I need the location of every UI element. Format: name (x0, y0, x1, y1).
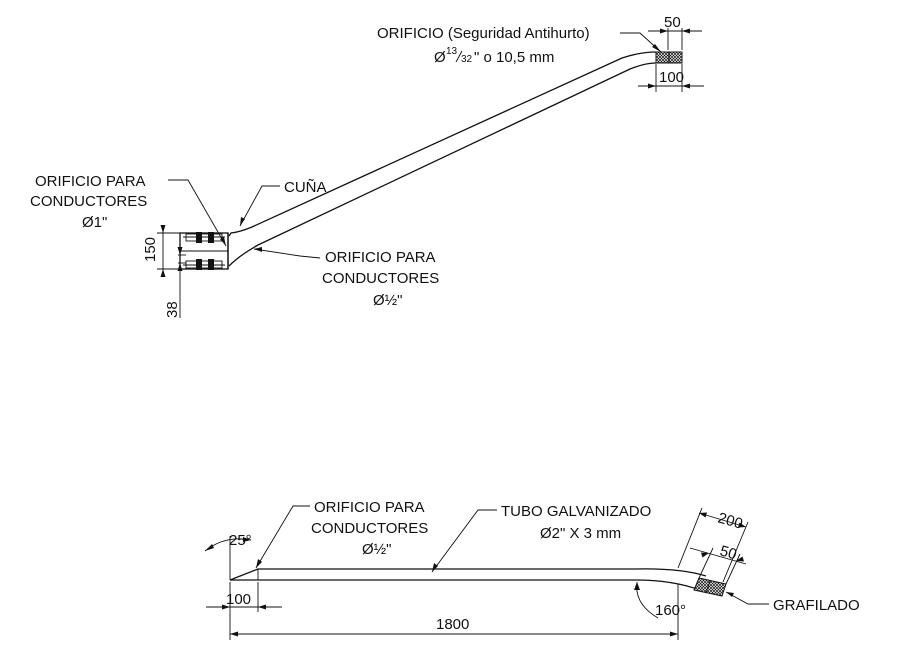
bolt-upper (183, 232, 225, 243)
mounting-bracket (179, 232, 229, 270)
dim-50-side-text: 50 (718, 543, 739, 564)
antihurto-diameter-prefix: Ø (434, 49, 446, 66)
pipe-side-view (229, 568, 727, 597)
angle-25: 25° (204, 532, 252, 580)
angle-25-text: 25° (229, 532, 252, 549)
orificio-half-side-line2: CONDUCTORES (311, 520, 428, 537)
cuna-label: CUÑA (284, 179, 327, 196)
orificio-1in-leader (168, 179, 227, 247)
angle-160-text: 160° (655, 602, 686, 619)
antihurto-frac-den: 32 (461, 54, 473, 65)
orificio-half-side-line3: Ø½" (362, 541, 392, 558)
grafilado-label: GRAFILADO (773, 597, 860, 614)
knurled-end-side (693, 577, 727, 597)
orificio-1in-line2: CONDUCTORES (30, 193, 147, 210)
antihurto-frac-num: 13 (446, 46, 458, 57)
top-view: ORIFICIO (Seguridad Antihurto) Ø 13 32 "… (30, 14, 704, 318)
dim-150-text: 150 (142, 237, 159, 262)
dim-100-top-text: 100 (659, 69, 684, 86)
orificio-half-top-leader (253, 248, 321, 259)
cuna-leader (239, 185, 280, 227)
dim-1800-text: 1800 (436, 616, 469, 633)
dim-200-text: 200 (716, 510, 745, 533)
orificio-half-side-leader (255, 505, 310, 569)
tubo-leader (431, 509, 497, 573)
dim-1800: 1800 (230, 616, 678, 637)
dim-50-side: 50 (689, 543, 747, 585)
bolt-lower (183, 259, 225, 270)
dim-50-top-text: 50 (664, 14, 681, 31)
orificio-half-top-line3: Ø½" (373, 292, 403, 309)
dim-100-side: 100 (206, 582, 282, 640)
orificio-1in-line1: ORIFICIO PARA (35, 173, 146, 190)
antihurto-diameter-suffix: " o 10,5 mm (474, 49, 554, 66)
orificio-half-top-line1: ORIFICIO PARA (325, 249, 436, 266)
dim-50-top: 50 (648, 14, 702, 50)
dim-100-side-text: 100 (226, 591, 251, 608)
dim-150: 150 (142, 225, 180, 277)
orificio-half-top-line2: CONDUCTORES (322, 270, 439, 287)
pipe-top-view (228, 51, 683, 267)
angle-160: 160° (634, 581, 686, 640)
dim-38: 38 (164, 240, 186, 318)
dim-100-top: 100 (638, 64, 704, 92)
orificio-half-side-line1: ORIFICIO PARA (314, 499, 425, 516)
tubo-line1: TUBO GALVANIZADO (501, 503, 651, 520)
grafilado-leader (725, 591, 769, 605)
antihurto-leader (620, 32, 662, 53)
antihurto-label: ORIFICIO (Seguridad Antihurto) (377, 25, 590, 42)
side-view: 25° ORIFICIO PARA CONDUCTORES Ø½" TUBO G… (204, 499, 860, 640)
dim-38-text: 38 (164, 301, 181, 318)
dim-200: 200 (677, 507, 749, 583)
orificio-1in-line3: Ø1" (82, 214, 107, 231)
tubo-line2: Ø2" X 3 mm (540, 525, 621, 542)
